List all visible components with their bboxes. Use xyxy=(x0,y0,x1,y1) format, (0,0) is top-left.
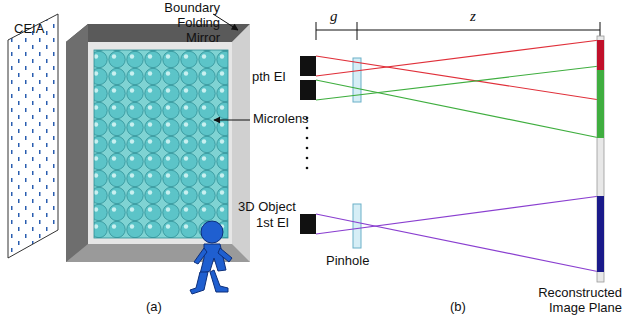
part-label: Pinhole xyxy=(326,254,369,269)
dimension-label: g xyxy=(330,8,338,25)
element-label: 1st EI xyxy=(256,216,289,231)
mirror-side xyxy=(232,24,250,262)
image-segment xyxy=(597,196,604,272)
object-figure xyxy=(190,221,232,294)
panel-label: (a) xyxy=(146,300,162,315)
pinhole xyxy=(353,204,361,248)
mirror-inner-wall xyxy=(88,42,232,244)
object-label: 3D Object xyxy=(238,200,296,215)
image-segment xyxy=(597,70,604,138)
plane-label: Reconstructed Image Plane xyxy=(538,286,622,316)
part-label: Microlens xyxy=(253,112,309,127)
mirror-top xyxy=(66,24,250,42)
image-segment xyxy=(597,40,604,70)
ceia-sheet xyxy=(8,14,58,258)
elemental-image xyxy=(300,80,316,100)
element-label: pth EI xyxy=(252,70,286,85)
leader-line xyxy=(214,120,250,121)
elemental-image xyxy=(300,214,316,234)
dimension-label: z xyxy=(470,8,476,25)
mirror-label: Boundary Folding Mirror xyxy=(150,1,220,46)
image-plane xyxy=(597,36,604,282)
panel-label: (b) xyxy=(450,300,466,315)
elemental-image xyxy=(300,56,316,76)
sheet-label: CEIA xyxy=(14,22,44,37)
mirror-housing xyxy=(66,24,250,262)
microlens-array xyxy=(94,50,228,238)
dimension-lines xyxy=(316,22,600,40)
rays xyxy=(316,40,600,272)
mirror-side xyxy=(66,24,88,262)
